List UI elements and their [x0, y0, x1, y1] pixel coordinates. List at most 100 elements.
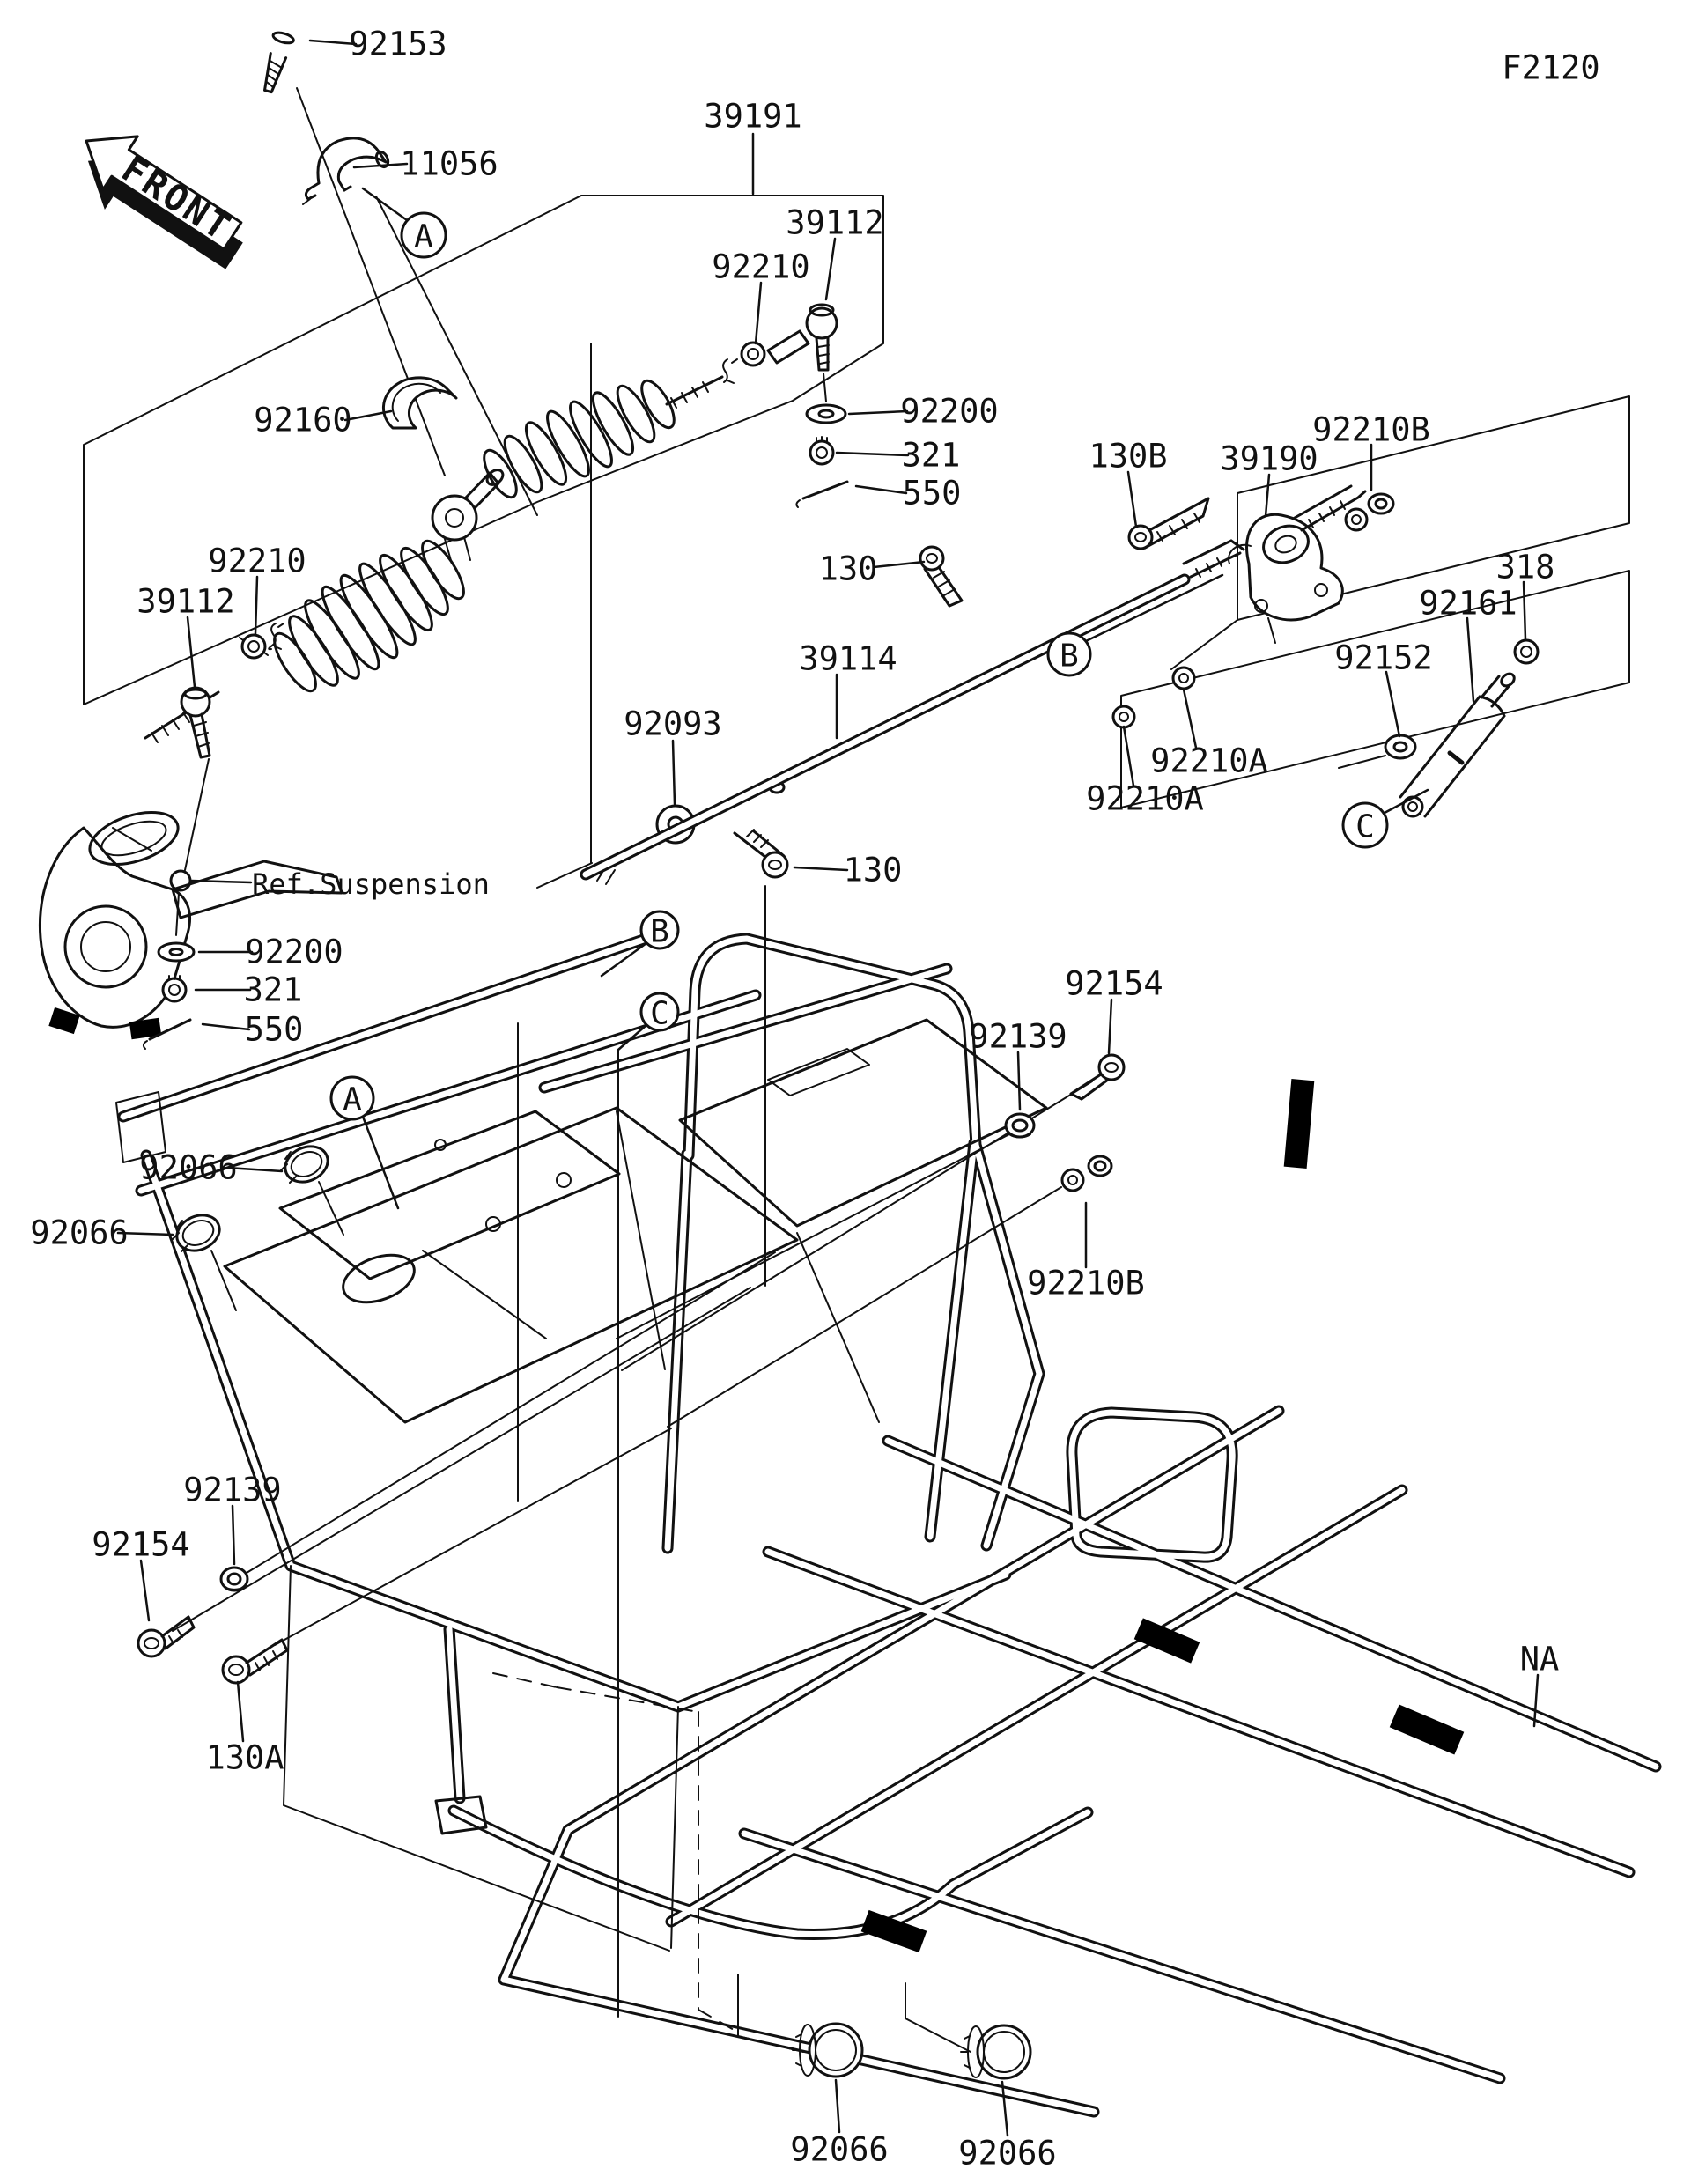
- assembly-marker-letter: C: [1355, 809, 1375, 845]
- part-number-label: 92139: [969, 1018, 1067, 1056]
- leader-line: [254, 575, 259, 636]
- leader-line: [671, 739, 676, 806]
- part-number-label: 39190: [1220, 440, 1318, 478]
- leader-line: [1126, 470, 1138, 528]
- part-number-label: 39114: [799, 640, 897, 678]
- part-number-label: 11056: [400, 145, 498, 183]
- leader-line: [361, 1115, 400, 1210]
- leader-line: [1001, 2080, 1009, 2137]
- assembly-marker-letter: A: [343, 1082, 362, 1118]
- part-number-label: 130A: [205, 1739, 284, 1777]
- part-number-label: 39112: [137, 583, 234, 621]
- part-number-label: 92200: [900, 393, 998, 431]
- leader-line: [600, 941, 648, 978]
- steering-support-39190: [1127, 484, 1395, 644]
- leader-line: [793, 866, 849, 872]
- part-callouts-layer: 9215311056F21203919139112922109220032155…: [30, 26, 1599, 2173]
- part-number-label: 92200: [245, 933, 343, 971]
- bolt-92153: [263, 31, 296, 94]
- assembly-marker-circle: [639, 910, 680, 950]
- leader-line: [824, 237, 837, 301]
- leader-line: [139, 1559, 151, 1622]
- assembly-marker-circle: [639, 992, 680, 1032]
- leader-line: [236, 1680, 245, 1743]
- part-number-label: 130B: [1089, 438, 1167, 476]
- leader-line: [1383, 788, 1429, 815]
- assembly-marker-circle: [1046, 631, 1092, 677]
- leader-line: [1466, 616, 1475, 703]
- part-number-label: 92154: [92, 1526, 189, 1564]
- frame-line-art: [115, 573, 1662, 2118]
- part-number-label: 92153: [349, 26, 447, 63]
- leader-line: [1522, 580, 1527, 641]
- assembly-marker-letter: B: [650, 914, 669, 950]
- part-number-label: Ref.Suspension: [252, 867, 490, 901]
- leader-line: [1532, 1673, 1540, 1728]
- part-number-label: 92210B: [1027, 1265, 1145, 1302]
- leader-line: [343, 410, 393, 422]
- part-number-label: 92161: [1419, 585, 1517, 623]
- leader-line: [201, 1022, 251, 1031]
- part-number-label: 92066: [139, 1149, 237, 1187]
- steering-knuckle-drawing: [38, 811, 343, 1050]
- frame-fasteners: [137, 1053, 1126, 2080]
- assembly-marker-circle: [400, 211, 447, 259]
- leader-line: [1122, 725, 1135, 787]
- leader-line: [754, 281, 763, 345]
- leader-line: [308, 39, 358, 46]
- part-number-label: 92210: [208, 542, 306, 580]
- clamp-11056: [302, 136, 390, 205]
- part-number-label: 92066: [790, 2131, 888, 2169]
- assembly-markers-layer: A A B B C C: [329, 211, 1389, 1121]
- part-number-label: 39191: [704, 98, 801, 136]
- part-number-label: 92093: [624, 705, 721, 743]
- part-number-label: 318: [1496, 549, 1555, 587]
- part-number-label: 92210A: [1086, 780, 1204, 818]
- leader-line: [617, 1023, 648, 1051]
- part-number-label: 130: [844, 852, 903, 889]
- part-number-label: 130: [819, 550, 878, 588]
- leader-line: [116, 1231, 174, 1236]
- leader-line: [835, 451, 910, 457]
- steering-support-group-box: [1120, 395, 1630, 808]
- assembly-marker-letter: A: [414, 219, 433, 255]
- part-number-label: 92066: [958, 2135, 1056, 2173]
- leader-line: [872, 560, 926, 569]
- assembly-marker-circle: [1341, 801, 1389, 849]
- leader-line: [1084, 573, 1224, 643]
- part-number-label: 92160: [254, 402, 351, 439]
- leader-line: [1107, 998, 1113, 1055]
- leader-line: [834, 2078, 841, 2134]
- leader-line: [1385, 670, 1401, 738]
- part-number-label: 92210: [712, 248, 809, 286]
- part-number-label: 92210A: [1150, 742, 1268, 780]
- assembly-marker-letter: C: [650, 996, 669, 1032]
- part-number-label: 92210B: [1312, 411, 1430, 449]
- assembly-marker-letter: B: [1060, 638, 1079, 675]
- part-number-label: 321: [244, 971, 303, 1009]
- leader-line: [1182, 688, 1198, 749]
- leader-line: [361, 187, 409, 222]
- part-number-label: 92139: [183, 1472, 281, 1509]
- leader-line: [1264, 473, 1271, 518]
- part-number-label: NA: [1520, 1641, 1560, 1679]
- damper-group-c: [1111, 638, 1540, 818]
- rack-assembly-group-box: [83, 87, 884, 889]
- leader-line: [854, 484, 908, 495]
- part-number-label: 321: [902, 437, 961, 475]
- leader-line: [231, 1504, 236, 1566]
- front-direction-arrow: FRONT: [85, 135, 243, 269]
- leader-line: [189, 879, 253, 884]
- leader-line: [1016, 1051, 1022, 1111]
- leader-lines-layer: [116, 39, 1540, 2137]
- leader-line: [225, 1166, 284, 1173]
- part-number-label: 92154: [1065, 965, 1163, 1003]
- part-number-label: 92152: [1334, 639, 1432, 677]
- steering-rack-drawing: [144, 303, 849, 871]
- leader-line: [352, 162, 409, 169]
- assembly-marker-circle: [329, 1075, 375, 1121]
- part-number-label: F2120: [1502, 49, 1599, 87]
- part-number-label: 550: [903, 475, 962, 513]
